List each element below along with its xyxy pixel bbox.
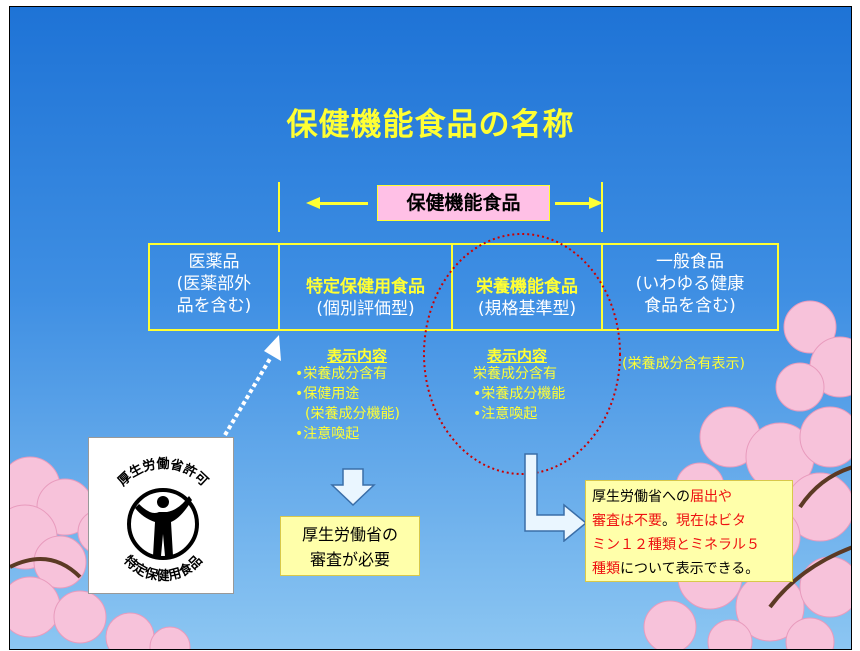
list-item: •保健用途 [295, 386, 360, 402]
review-line2: 審査が必要 [309, 550, 390, 569]
list-item: 栄養成分含有 [473, 366, 557, 382]
foshu-logo: 厚生労働省許可 特定保健用食品 [88, 437, 234, 594]
arrow-left-icon [306, 197, 320, 209]
highlight-circle [423, 233, 621, 475]
list-item: (栄養成分機能) [305, 406, 400, 422]
ippan-note: (栄養成分含有表示) [622, 356, 745, 372]
eiyou-display-list: 栄養成分含有 •栄養成分機能 •注意喚起 [473, 364, 565, 424]
no-review-line2: 審査は不要。現在はビタ [592, 509, 786, 533]
cell-tokutei-line2: (個別評価型) [316, 299, 415, 319]
text-segment: 現在はビタ [676, 513, 746, 529]
text-segment: 審査は不要 [592, 513, 662, 529]
text-segment: について表示できる。 [620, 561, 760, 577]
cell-ippan: 一般食品 (いわゆる健康 食品を含む) [601, 243, 779, 331]
cell-iyakuhin-line3: 品を含む) [176, 296, 252, 316]
eiyou-display-heading: 表示内容 [487, 347, 548, 365]
no-review-box: 厚生労働省への届出や 審査は不要。現在はビタ ミン１２種類とミネラル５ 種類につ… [585, 480, 793, 582]
page-title: 保健機能食品の名称 [286, 107, 575, 143]
arrow-right-icon [589, 197, 603, 209]
tokutei-display-heading: 表示内容 [327, 347, 388, 365]
arrow-left-shaft [318, 202, 368, 205]
review-line1: 厚生労働省の [301, 525, 398, 544]
cell-iyakuhin: 医薬品 (医薬部外 品を含む) [148, 243, 280, 331]
no-review-line1: 厚生労働省への届出や [592, 485, 786, 509]
health-function-food-label: 保健機能食品 [377, 185, 550, 221]
no-review-line3: ミン１２種類とミネラル５ [592, 537, 760, 553]
cell-ippan-line2: (いわゆる健康 [635, 274, 745, 294]
cell-ippan-line3: 食品を含む) [644, 296, 736, 316]
text-segment: 届出や [690, 489, 732, 505]
text-segment: 。 [662, 513, 676, 529]
text-segment: 種類 [592, 561, 620, 577]
logo-top-text: 厚生労働省許可 [115, 456, 211, 489]
cell-iyakuhin-line2: (医薬部外 [176, 274, 252, 294]
cell-tokutei: 特定保健用食品 (個別評価型) [278, 243, 453, 331]
dotted-arrow-icon [223, 335, 281, 437]
cell-eiyou-line2: (規格基準型) [477, 299, 577, 319]
list-item: •栄養成分含有 [295, 366, 388, 382]
cell-eiyou-line1: 栄養機能食品 [476, 277, 578, 297]
cell-tokutei-line1: 特定保健用食品 [306, 277, 425, 297]
list-item: •注意喚起 [473, 406, 538, 422]
down-arrow-icon [330, 468, 376, 507]
list-item: •栄養成分機能 [473, 386, 566, 402]
cell-eiyou: 栄養機能食品 (規格基準型) [451, 243, 603, 331]
bent-arrow-icon [524, 453, 588, 542]
slide: 保健機能食品の名称 保健機能食品 医薬品 (医薬部外 品を含む) 特定保健用食品… [9, 6, 852, 650]
text-segment: 厚生労働省への [592, 489, 690, 505]
no-review-line4: 種類について表示できる。 [592, 557, 786, 581]
arrow-right-shaft [555, 202, 591, 205]
foshu-mark-icon: 厚生労働省許可 特定保健用食品 [115, 456, 211, 584]
list-item: •注意喚起 [295, 426, 360, 442]
tokutei-display-list: •栄養成分含有 •保健用途 (栄養成分機能) •注意喚起 [295, 364, 400, 444]
cell-ippan-line1: 一般食品 [656, 252, 724, 272]
cell-iyakuhin-line1: 医薬品 [188, 252, 240, 272]
svg-text:厚生労働省許可: 厚生労働省許可 [115, 456, 211, 489]
bracket-line-left [278, 182, 280, 232]
review-required-box: 厚生労働省の 審査が必要 [280, 516, 420, 576]
